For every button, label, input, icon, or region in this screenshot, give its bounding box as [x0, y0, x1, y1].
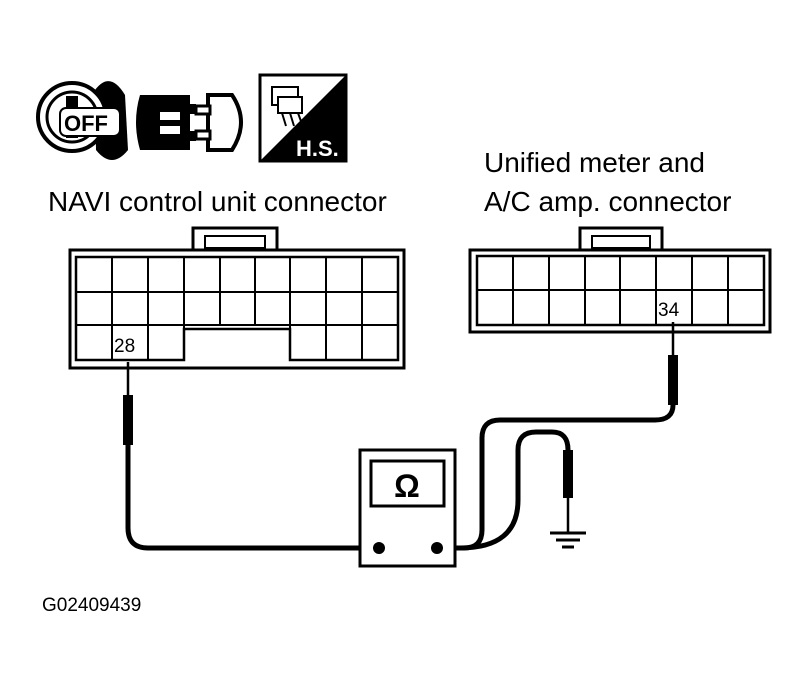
ground-lead — [459, 429, 573, 551]
meter-connector — [468, 226, 772, 334]
navi-terminal-28: 28 — [114, 336, 135, 357]
ground-icon — [550, 531, 586, 549]
ignition-key-off-icon: OFF — [36, 81, 128, 160]
ignition-off-text: OFF — [64, 111, 108, 136]
figure-code: G02409439 — [42, 595, 141, 616]
harness-side-text: H.S. — [296, 136, 339, 161]
navi-connector — [68, 226, 406, 370]
meter-connector-label-line2: A/C amp. connector — [484, 186, 731, 217]
connector-disconnect-icon — [136, 93, 243, 152]
meter-terminal-34: 34 — [658, 300, 680, 321]
harness-side-icon: H.S. — [258, 73, 348, 163]
navi-connector-label: NAVI control unit connector — [48, 186, 387, 217]
probe-lead-navi — [123, 362, 378, 551]
meter-connector-label-line1: Unified meter and — [484, 147, 705, 178]
ohm-symbol: Ω — [394, 468, 420, 504]
ohmmeter-icon: Ω — [358, 448, 457, 568]
